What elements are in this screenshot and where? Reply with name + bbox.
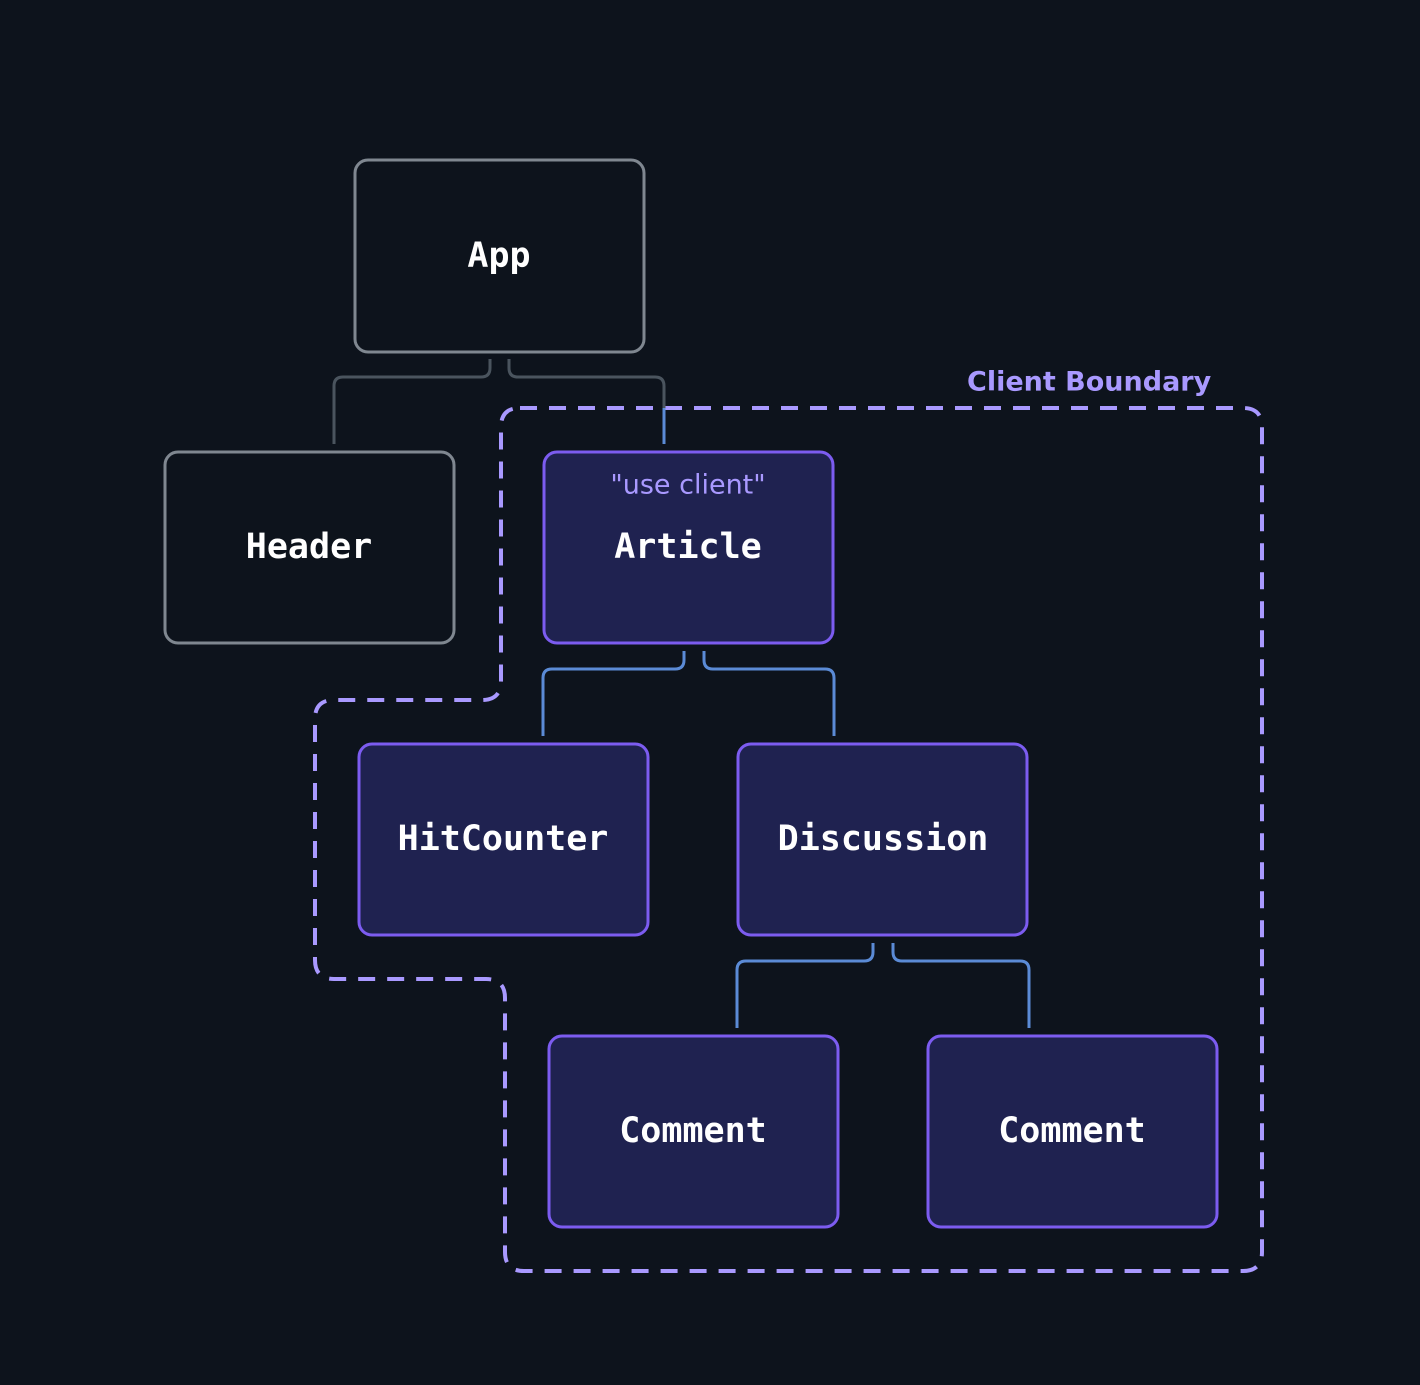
node-header-box [163, 450, 456, 645]
node-discussion: Discussion [736, 742, 1029, 937]
client-boundary-label: Client Boundary [967, 367, 1212, 398]
node-article-label: Article [614, 527, 762, 567]
node-discussion-label: Discussion [778, 819, 989, 859]
node-discussion-box [736, 742, 1029, 937]
node-hitcounter-label: HitCounter [398, 819, 609, 859]
edge-discussion-comment-2 [891, 943, 1031, 1028]
node-header-label: Header [246, 527, 372, 567]
node-comment-1: Comment [547, 1034, 840, 1229]
node-app: App [353, 158, 646, 354]
use-client-directive: "use client" [610, 470, 765, 501]
node-hitcounter: HitCounter [357, 742, 650, 937]
edge-app-article [507, 359, 666, 408]
node-app-label: App [467, 236, 530, 276]
node-comment-1-box [547, 1034, 840, 1229]
client-boundary-outline [313, 406, 1264, 1273]
edge-article-hitcounter [541, 651, 686, 736]
node-comment-2-box [926, 1034, 1219, 1229]
node-hitcounter-box [357, 742, 650, 937]
edge-article-discussion [702, 651, 836, 736]
node-article-box [542, 450, 835, 645]
node-comment-2: Comment [926, 1034, 1219, 1229]
node-header: Header [163, 450, 456, 645]
node-comment-1-label: Comment [619, 1111, 767, 1151]
node-comment-2-label: Comment [998, 1111, 1146, 1151]
node-article: "use client" Article [542, 450, 835, 645]
edge-discussion-comment-1 [735, 943, 875, 1028]
edge-app-header [332, 359, 492, 444]
node-app-box [353, 158, 646, 354]
